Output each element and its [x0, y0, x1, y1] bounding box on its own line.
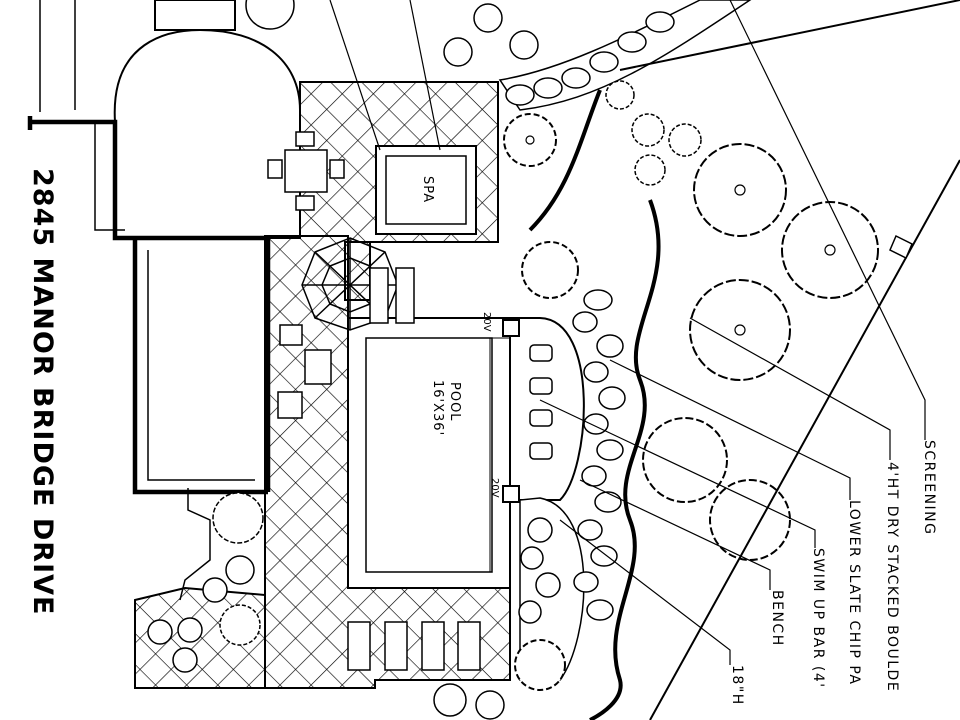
- tree-centers: [525, 135, 836, 336]
- spa: [375, 145, 477, 235]
- top-box: [154, 0, 236, 31]
- pool-size-label: 16'X36': [430, 380, 445, 437]
- house-walls: [27, 116, 271, 495]
- table-and-chairs: [267, 131, 345, 419]
- drawing-title: 2845 MANOR BRIDGE DRIVE: [27, 168, 58, 616]
- property-lines: [619, 0, 960, 720]
- small-note-a: 20V: [481, 312, 492, 332]
- pool: [347, 317, 511, 589]
- callout-boulder-wall: 4'HT DRY STACKED BOULDE: [884, 462, 900, 693]
- swim-up-bar: [509, 317, 585, 501]
- callout-screening: SCREENING: [921, 440, 937, 536]
- callout-bench: BENCH: [769, 590, 785, 647]
- round-patio: [113, 28, 301, 239]
- lounge-chairs: [347, 267, 481, 671]
- trees: [503, 113, 879, 691]
- small-note-b: 20V: [489, 478, 500, 498]
- leader-lines: [329, 0, 926, 665]
- callout-18-height: 18"H: [729, 665, 745, 706]
- spa-label: SPA: [420, 176, 435, 204]
- fence-post: [889, 234, 913, 260]
- bar-stools: [529, 344, 553, 460]
- stone-walkway: [498, 0, 752, 111]
- house-outline: [39, 0, 255, 601]
- pool-label: POOL: [447, 382, 462, 422]
- shrubs: [147, 0, 702, 720]
- callout-swim-up-bar: SWIM UP BAR (4': [810, 548, 826, 689]
- callout-slate-chip-patio: LOWER SLATE CHIP PA: [846, 500, 862, 686]
- boulder-wall: [528, 89, 661, 720]
- posts: [502, 319, 520, 503]
